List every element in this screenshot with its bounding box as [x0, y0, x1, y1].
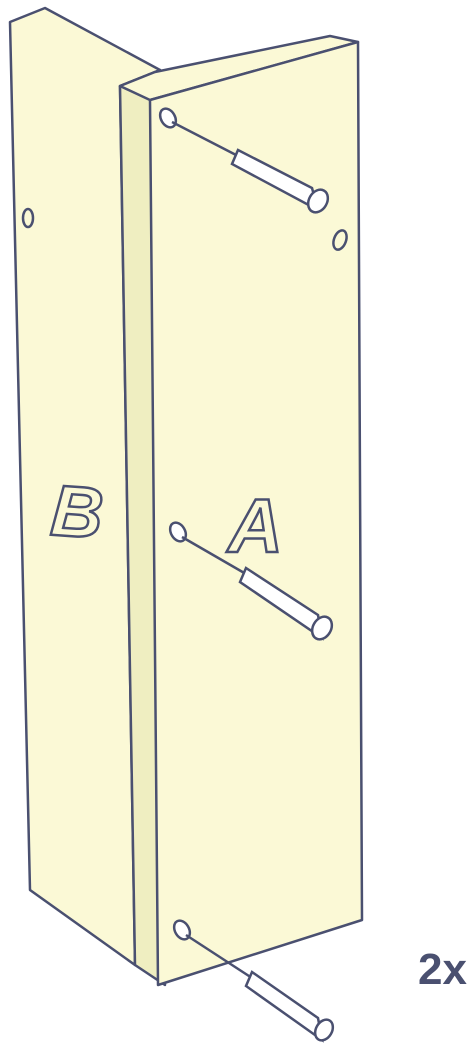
panel-b-hole: [21, 207, 35, 229]
quantity-label: 2x: [418, 945, 467, 994]
panel-b-label: B: [48, 471, 105, 554]
dowel-bottom: [172, 919, 335, 1043]
dowel-top: [158, 107, 330, 214]
dowel-middle: [168, 521, 334, 641]
panel-a-label: A: [226, 484, 283, 569]
panel-a-top-edge: [118, 34, 360, 102]
panel-a-hole: [332, 229, 348, 251]
panel-a-face: [148, 40, 364, 987]
